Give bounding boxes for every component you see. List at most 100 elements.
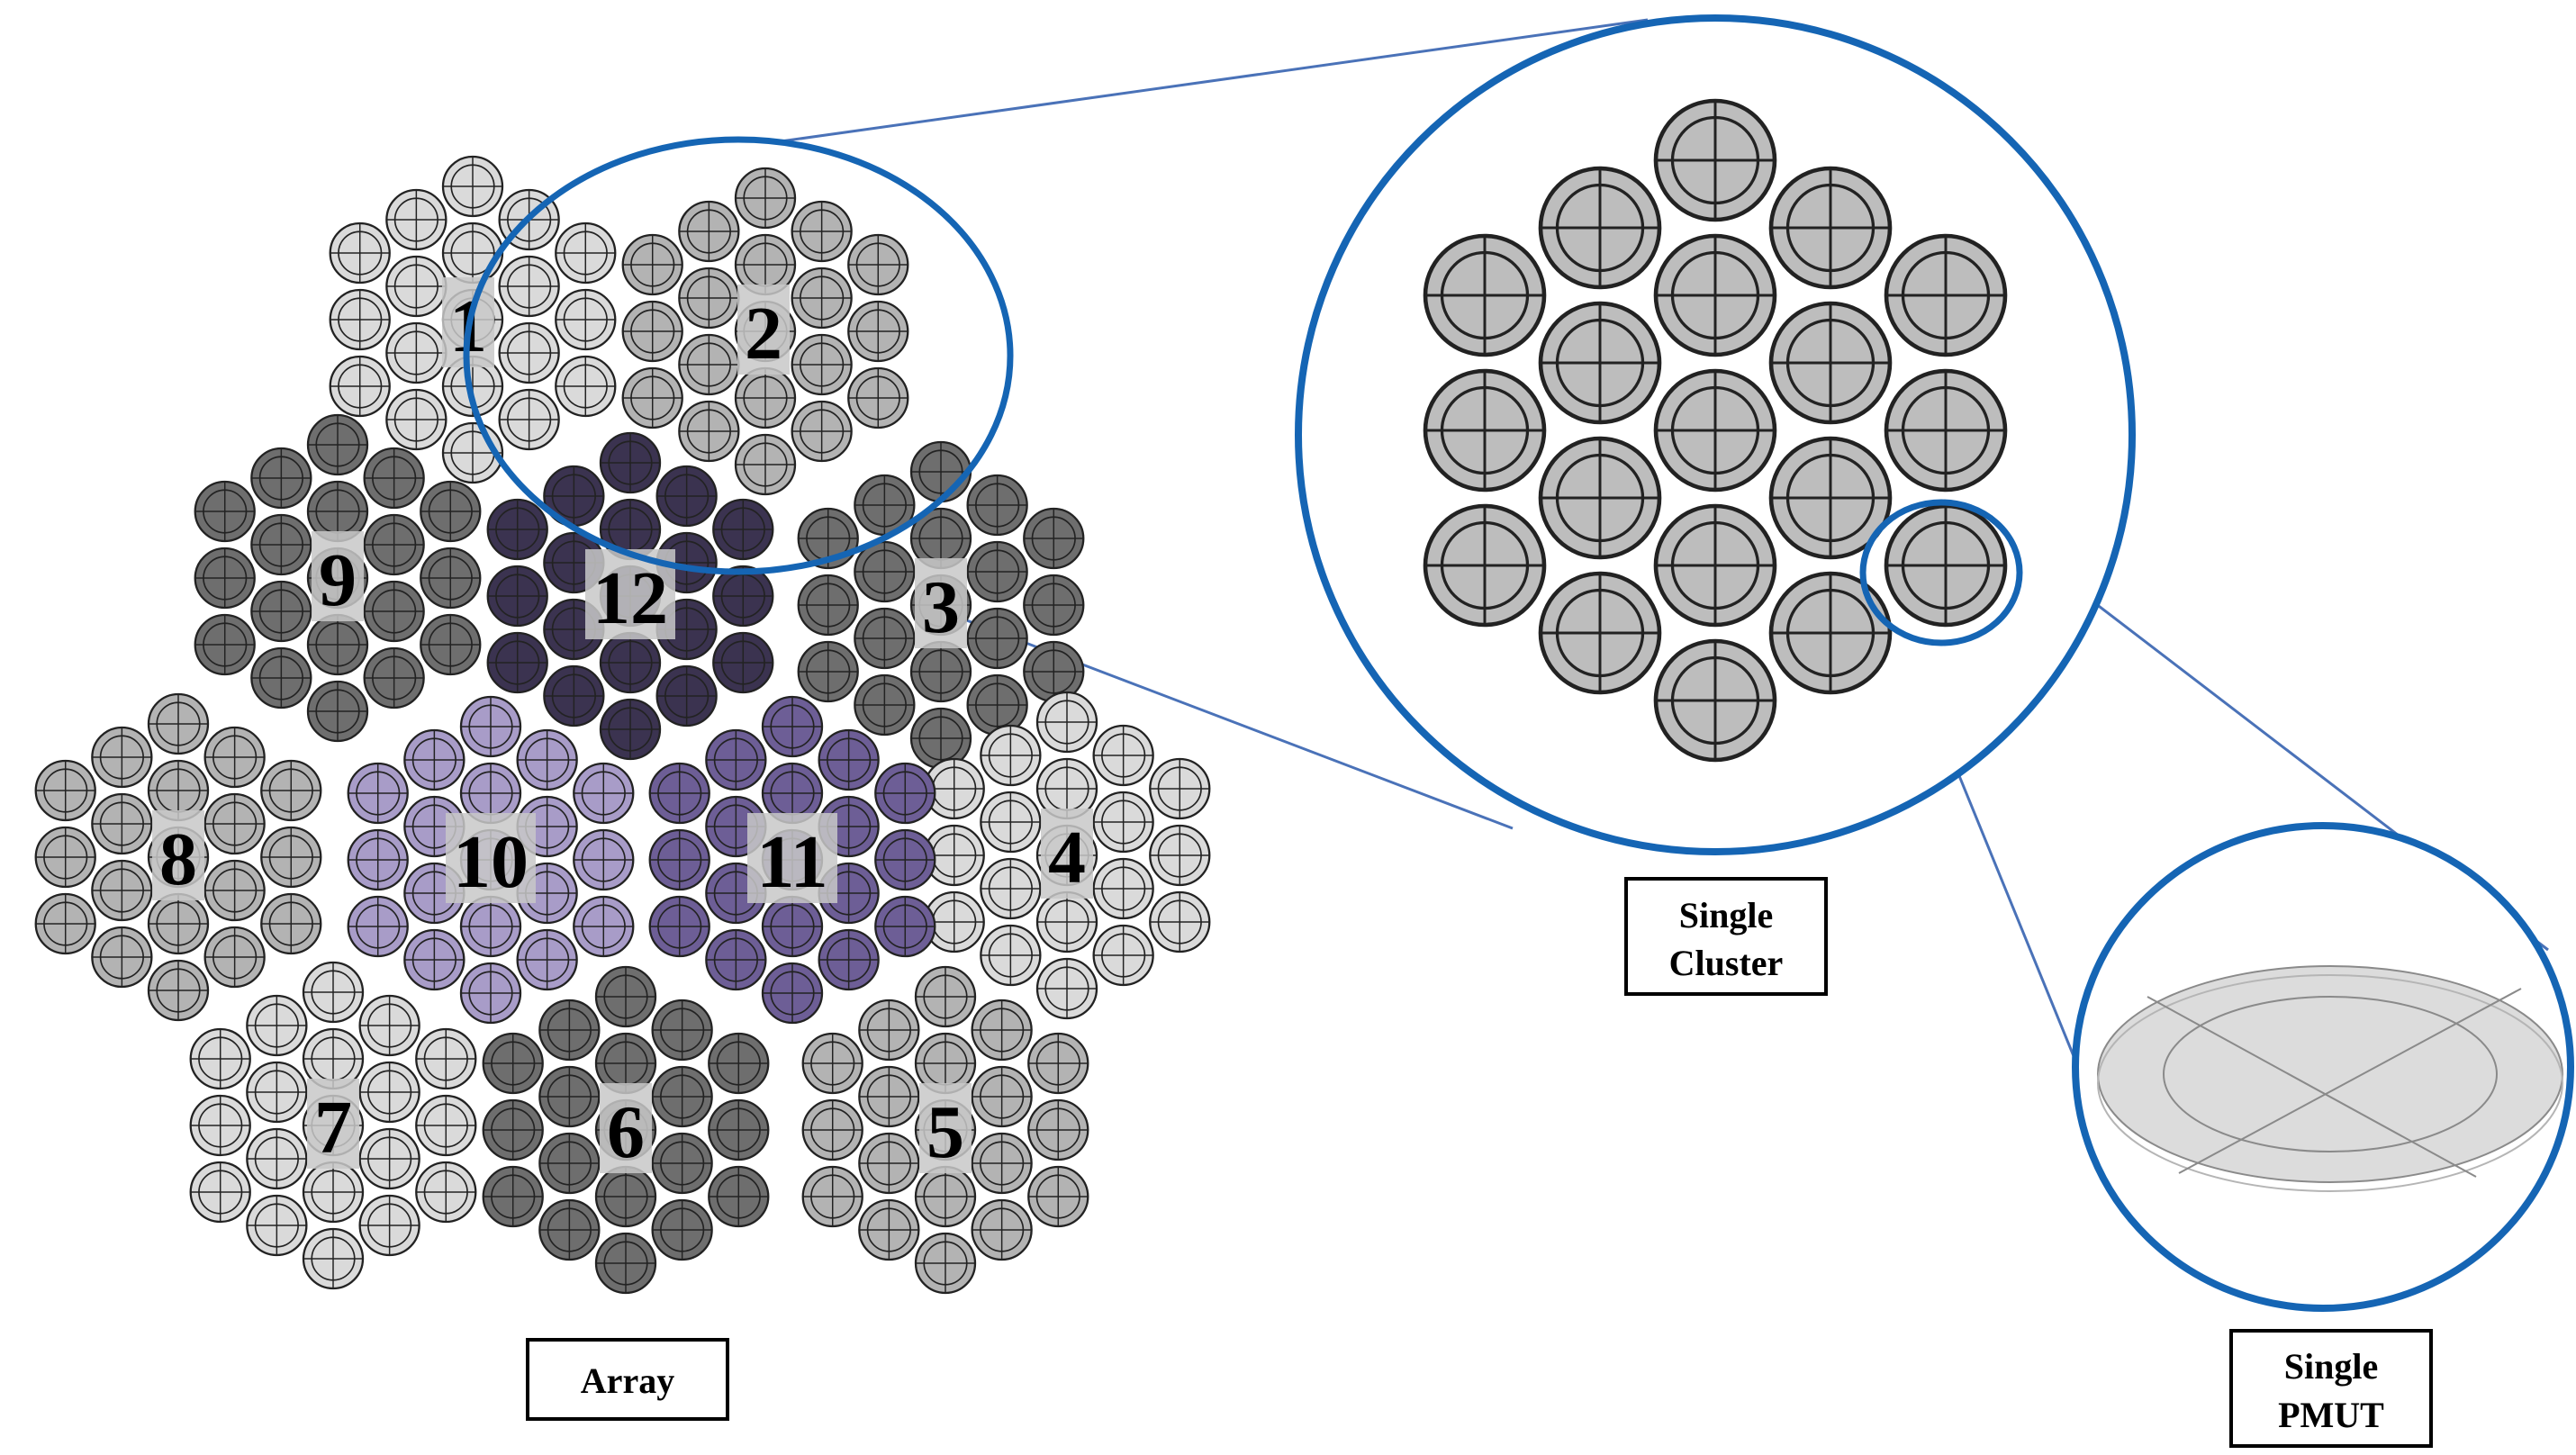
array-pmut-element	[302, 1161, 365, 1224]
array-pmut-element	[486, 498, 548, 561]
pmut-label-line-1: Single	[2284, 1346, 2378, 1387]
array-pmut-element	[302, 1227, 365, 1290]
array-pmut-element	[678, 267, 740, 330]
array-pmut-element	[573, 762, 635, 825]
array-pmut-element	[818, 928, 880, 991]
single-cluster-detail	[1423, 98, 2008, 763]
array-pmut-element	[385, 188, 447, 251]
array-pmut-element	[538, 1065, 601, 1128]
cluster-number-backdrop	[919, 1083, 972, 1173]
array-pmut-element	[678, 333, 740, 396]
array-pmut-element	[147, 692, 210, 755]
array-pmut-element	[306, 413, 369, 476]
selected-pmut-circle	[1859, 499, 2023, 646]
array-pmut-element	[874, 895, 936, 958]
array-label-frame	[526, 1338, 729, 1421]
array-pmut-element	[858, 1065, 920, 1128]
array-pmut-element	[363, 646, 425, 709]
array-pmut-element	[302, 961, 365, 1024]
array-pmut-element	[555, 221, 617, 285]
cluster-pmut-element	[1423, 233, 1547, 357]
array-pmut-element	[347, 828, 409, 891]
pmut-label-frame	[2229, 1329, 2433, 1448]
array-pmut-element	[854, 607, 916, 670]
array-pmut-element	[486, 631, 548, 694]
array-pmut-element	[1092, 857, 1154, 920]
array-pmut-element	[91, 726, 153, 789]
cluster-pmut-element	[1884, 233, 2008, 357]
cluster-number-4: 4	[1048, 816, 1086, 899]
pmut-inner-electrode	[2163, 996, 2498, 1152]
array-pmut-element	[599, 698, 662, 761]
array-pmut-element	[538, 999, 601, 1062]
cluster-number-10: 10	[453, 820, 529, 904]
array-pmut-element	[734, 167, 797, 230]
array-pmut-element	[651, 999, 713, 1062]
array-pmut-element	[1027, 1032, 1089, 1095]
array-pmut-element	[1092, 791, 1154, 854]
array-pmut-element	[971, 1065, 1033, 1128]
array-pmut-element	[1035, 890, 1098, 953]
array-pmut-element	[91, 792, 153, 855]
cluster-number-backdrop	[600, 1083, 652, 1173]
array-pmut-element	[329, 355, 391, 418]
cluster-pmut-element	[1884, 503, 2008, 628]
array-pmut-element	[482, 1165, 544, 1228]
array-pmut-element	[34, 826, 96, 889]
array-pmut-element	[980, 857, 1042, 920]
array-pmut-element	[482, 1098, 544, 1161]
cluster-number-backdrop	[747, 813, 837, 903]
pmut-electrode-line-a	[2147, 996, 2477, 1178]
array-pmut-element	[854, 540, 916, 603]
array-pmut-element	[621, 300, 683, 363]
array-pmut-element	[655, 664, 718, 728]
array-pmut-element	[203, 926, 266, 989]
cluster-pmut-element	[1538, 166, 1662, 290]
array-pmut-element	[358, 1127, 420, 1190]
array-pmut-element	[847, 366, 909, 429]
array-pmut-element	[966, 607, 1028, 670]
cluster-pmut-element	[1653, 233, 1777, 357]
array-pmut-element	[909, 640, 972, 703]
array-pmut-element	[980, 724, 1042, 787]
array-pmut-element	[761, 895, 824, 958]
array-pmut-element	[621, 233, 683, 296]
pmut-electrode-line-b	[2178, 988, 2522, 1174]
array-pmut-element	[363, 513, 425, 576]
array-pmut-element	[363, 447, 425, 510]
array-pmut-element	[708, 1165, 770, 1228]
array-pmut-element	[980, 791, 1042, 854]
array-pmut-element	[797, 640, 859, 703]
array-pmut-element	[705, 728, 767, 791]
array-pmut-element	[909, 440, 972, 503]
array-pmut-element	[420, 613, 482, 676]
cluster-pmut-element	[1653, 638, 1777, 763]
array-pmut-element	[441, 221, 504, 285]
array-pmut-element	[459, 695, 522, 758]
array-pmut-element	[621, 366, 683, 429]
array-pmut-element	[761, 962, 824, 1025]
array-pmut-element	[403, 728, 465, 791]
array-pmut-element	[194, 613, 256, 676]
array-pmut-element	[34, 759, 96, 822]
array-pmut-element	[347, 895, 409, 958]
array-pmut-element	[791, 333, 853, 396]
cluster-pmut-element	[1884, 368, 2008, 493]
array-pmut-element	[648, 828, 710, 891]
array-pmut-element	[415, 1094, 477, 1157]
pmut-label-box: Single PMUT	[2229, 1329, 2433, 1448]
array-pmut-element	[250, 513, 312, 576]
array-cluster-12	[486, 431, 774, 761]
array-pmut-element	[260, 892, 322, 955]
array-pmut-element	[966, 540, 1028, 603]
array-pmut-element	[847, 300, 909, 363]
array-to-cluster-line-top	[773, 18, 1649, 144]
array-pmut-element	[91, 859, 153, 922]
array-pmut-element	[818, 728, 880, 791]
cluster-number-9: 9	[319, 538, 357, 622]
array-pmut-element	[203, 792, 266, 855]
cluster-number-backdrop	[915, 558, 967, 648]
array-pmut-element	[260, 759, 322, 822]
cluster-pmut-element	[1653, 368, 1777, 493]
